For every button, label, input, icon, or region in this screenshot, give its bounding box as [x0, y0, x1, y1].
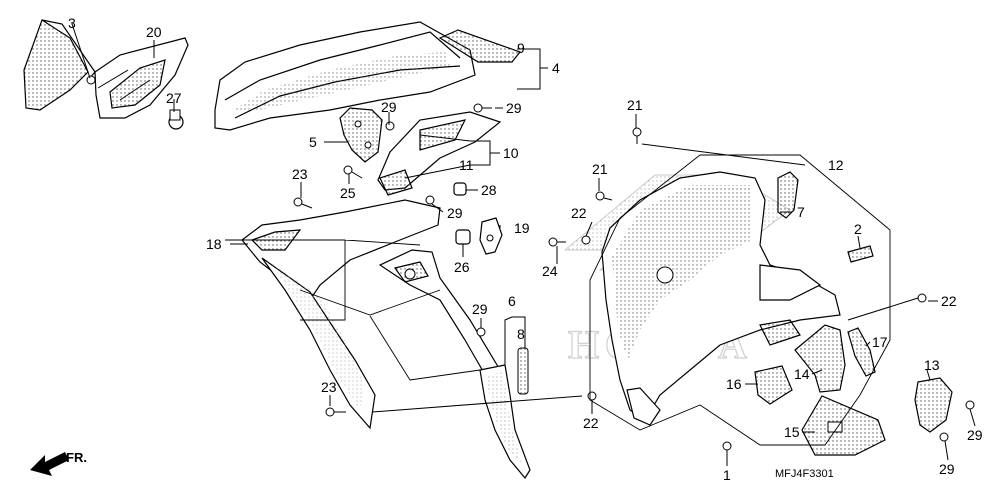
part-12-inner-cowl	[601, 171, 841, 426]
callout-23-b: 23	[321, 379, 337, 395]
callout-12: 12	[828, 157, 844, 173]
screw-icon	[965, 400, 975, 410]
callout-5: 5	[309, 134, 317, 150]
callout-6: 6	[508, 293, 516, 309]
screw-icon	[343, 165, 363, 179]
screw-icon	[385, 121, 395, 131]
callout-11: 11	[459, 157, 474, 173]
callout-10: 10	[503, 145, 519, 161]
callout-20: 20	[146, 24, 162, 40]
callout-22-c: 22	[583, 415, 599, 431]
front-direction-arrow: FR.	[30, 450, 87, 476]
callout-29-e: 29	[967, 427, 983, 443]
screw-icon	[632, 127, 642, 144]
part-7-strip	[777, 171, 799, 219]
callout-7: 7	[797, 204, 805, 220]
diagram-code: MFJ4F3301	[775, 468, 834, 480]
screw-icon	[476, 327, 486, 337]
screw-icon	[548, 237, 566, 247]
part-2-pad	[847, 245, 874, 263]
callout-17: 17	[872, 334, 888, 350]
part-17-pad	[847, 327, 876, 377]
callout-2: 2	[854, 221, 862, 237]
screw-icon	[722, 441, 732, 451]
callout-16: 16	[726, 376, 742, 392]
callout-labels: 3 20 27 9 4 29 29 5 10 11 23 25 28 29 19…	[68, 15, 983, 483]
screw-icon	[581, 235, 591, 245]
screw-icon	[293, 197, 313, 209]
part-6-lower-panel	[479, 347, 531, 480]
part-26-grommet	[455, 229, 471, 245]
part-14-pad	[794, 324, 846, 393]
part-9-strip	[438, 29, 521, 63]
callout-19: 19	[514, 220, 530, 236]
callout-27: 27	[166, 90, 182, 106]
screw-icon	[325, 407, 346, 417]
callout-23-a: 23	[292, 166, 308, 182]
front-label: FR.	[66, 450, 87, 465]
part-13-bracket	[914, 377, 953, 433]
part-19-bracket	[479, 217, 503, 255]
callout-21-a: 21	[627, 97, 643, 113]
leader-lines	[71, 23, 976, 466]
callout-8: 8	[517, 326, 525, 342]
part-15-pad	[801, 395, 886, 456]
callout-9: 9	[517, 40, 525, 56]
part-20-upper-cover	[94, 37, 189, 119]
callout-29-b: 29	[506, 100, 522, 116]
callout-29-d: 29	[472, 301, 488, 317]
callout-13: 13	[924, 357, 940, 373]
callout-3: 3	[68, 15, 76, 31]
part-28-grommet	[453, 182, 467, 196]
part-3-inner-panel	[23, 19, 96, 111]
callout-14: 14	[794, 366, 810, 382]
fasteners	[86, 75, 975, 451]
callout-22-b: 22	[941, 293, 957, 309]
part-27-screw	[168, 109, 184, 130]
callout-29-c: 29	[447, 205, 463, 221]
screw-icon	[595, 191, 613, 201]
callout-24: 24	[542, 263, 558, 279]
screw-icon	[86, 75, 96, 85]
callout-28: 28	[481, 182, 497, 198]
callout-15: 15	[784, 424, 800, 440]
callout-29-a: 29	[381, 99, 397, 115]
part-10-11-duct	[377, 111, 502, 196]
callout-18: 18	[206, 236, 222, 252]
screw-icon	[917, 293, 927, 303]
screw-icon	[587, 391, 597, 401]
callout-26: 26	[454, 259, 470, 275]
screw-icon	[939, 432, 949, 442]
part-16-pad	[754, 365, 793, 405]
screw-icon	[425, 195, 435, 205]
callout-1: 1	[723, 467, 731, 483]
screw-icon	[473, 103, 492, 113]
callout-25: 25	[340, 185, 356, 201]
watermark-letter-h: H	[568, 322, 599, 367]
callout-21-b: 21	[592, 161, 608, 177]
part-5-bracket	[339, 107, 383, 163]
callout-29-f: 29	[939, 461, 955, 477]
callout-22-a: 22	[571, 205, 587, 221]
part-4-upper-cowl	[214, 21, 476, 131]
callout-4: 4	[552, 60, 560, 76]
